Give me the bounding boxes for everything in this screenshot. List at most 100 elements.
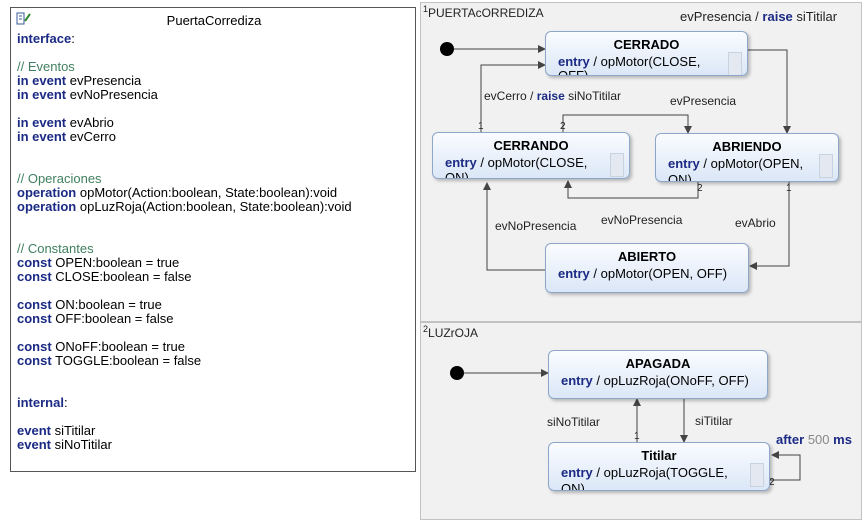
state-name: ABIERTO [617,249,677,264]
const-keyword: const [17,353,52,368]
event-keyword: in event [17,73,67,88]
entry-action: / opMotor(CLOSE, [593,54,701,69]
internal-keyword: internal [17,395,64,410]
transition-abierto-cerrando[interactable] [483,182,545,271]
transition-label-sititilar[interactable]: siTitilar [695,414,733,428]
label-keyword: raise [536,89,565,103]
operation-line: operation opLuzRoja(Action:boolean, Stat… [17,200,352,214]
entry-keyword: entry [558,54,590,69]
transition-label-nopresencia[interactable]: evNoPresencia [601,213,683,227]
event-name: evCerro [69,129,116,144]
state-cerrado[interactable]: CERRADO entry / opMotor(CLOSE, OFF) [545,31,748,76]
reaction-slash: / [755,9,759,24]
entry-keyword: entry [668,156,700,171]
transition-label-presencia[interactable]: evPresencia [670,94,737,108]
internal-line: internal: [17,395,68,410]
internal-event-line: event siNoTitilar [17,438,112,452]
region-label: 1PUERTAcORREDIZA [423,4,544,20]
operations-comment: // Operaciones [17,171,102,186]
transition-cerrado-abriendo[interactable] [748,49,791,134]
state-entry-action-cont: ON) [445,170,469,179]
const-keyword: const [17,269,52,284]
transition-priority: 1 [786,183,792,194]
operation-keyword: operation [17,185,77,200]
const-keyword: const [17,311,52,326]
transition-label-after[interactable]: after 500 ms [776,432,852,447]
initial-state-luz[interactable] [450,366,464,380]
const-line: const ON:boolean = true [17,298,162,312]
transition-priority: 1 [634,431,640,442]
reaction-target: siTitilar [796,9,838,24]
entry-action: / opMotor(OPEN, [703,156,804,171]
operation-signature: opMotor(Action:boolean, State:boolean):v… [79,185,338,200]
event-name: evNoPresencia [69,87,158,102]
state-abriendo[interactable]: ABRIENDO entry / opMotor(OPEN, ON) [655,133,839,182]
const-line: const TOGGLE:boolean = false [17,354,201,368]
entry-keyword: entry [558,266,590,281]
const-line: const CLOSE:boolean = false [17,270,192,284]
const-keyword: const [17,297,52,312]
event-keyword: event [17,423,51,438]
label-target: siNoTitilar [568,89,621,103]
transition-abriendo-cerrando[interactable] [564,180,699,199]
state-entry-action-cont: OFF) [558,68,589,76]
operation-keyword: operation [17,199,77,214]
state-name: ABRIENDO [712,139,782,154]
state-scrollbar[interactable] [750,463,764,487]
state-titilar[interactable]: Titilar entry / opLuzRoja(TOGGLE, ON) [548,442,770,491]
state-entry-action-cont: ON) [561,481,585,491]
transition-priority: 2 [697,183,703,194]
event-line: in event evAbrio [17,116,114,130]
definition-section[interactable]: PuertaCorrediza interface: // Eventos in… [10,7,416,472]
const-text: CLOSE:boolean = false [55,269,192,284]
transition-label-nopresencia[interactable]: evNoPresencia [495,219,577,233]
operation-line: operation opMotor(Action:boolean, State:… [17,186,337,200]
const-line: const OPEN:boolean = true [17,256,179,270]
label-slash: / [530,89,534,103]
region-label: 2LUZrOJA [423,324,478,340]
operation-signature: opLuzRoja(Action:boolean, State:boolean)… [79,199,352,214]
event-line: in event evPresencia [17,74,141,88]
transition-label-abrio[interactable]: evAbrio [735,216,776,230]
transition-priority: 2 [560,121,566,132]
state-name: Titilar [641,448,677,463]
const-line: const ONoFF:boolean = true [17,340,185,354]
state-scrollbar[interactable] [819,154,833,178]
state-abierto[interactable]: ABIERTO entry / opMotor(OPEN, OFF) [545,243,749,293]
event-name: evPresencia [69,73,142,88]
statechart-title: PuertaCorrediza [166,13,262,28]
entry-action: / opLuzRoja(ONoFF, OFF) [596,373,749,388]
event-keyword: event [17,437,51,452]
region-name: LUZrOJA [428,326,479,340]
state-scrollbar[interactable] [610,153,624,177]
state-apagada[interactable]: APAGADA entry / opLuzRoja(ONoFF, OFF) [548,350,768,399]
event-name: siTitilar [54,423,96,438]
state-cerrando[interactable]: CERRANDO entry / opMotor(CLOSE, ON) [432,132,630,179]
label-keyword: after [776,432,805,447]
edit-definition-icon[interactable] [16,12,31,26]
transition-label-cerro[interactable]: evCerro / raise siNoTitilar [484,89,621,103]
state-entry-action-cont: ON) [668,172,692,182]
const-keyword: const [17,339,52,354]
initial-state-puerta[interactable] [440,42,454,56]
const-line: const OFF:boolean = false [17,312,173,326]
region-name: PUERTAcORREDIZA [428,6,544,20]
event-keyword: in event [17,115,67,130]
event-keyword: in event [17,87,67,102]
events-comment: // Eventos [17,59,75,74]
state-scrollbar[interactable] [728,52,742,75]
transition-label-sinotitilar[interactable]: siNoTitilar [547,415,600,429]
const-text: OFF:boolean = false [55,311,174,326]
transition-cerrando-abriendo[interactable] [562,114,692,134]
event-name: siNoTitilar [54,437,112,452]
state-entry-action: entry / opLuzRoja(TOGGLE, [561,465,728,480]
transition-titilar-self[interactable] [770,451,801,481]
entry-keyword: entry [445,155,477,170]
label-event: evCerro [484,89,527,103]
const-text: ONoFF:boolean = true [55,339,186,354]
transition-cerrando-cerrado[interactable] [480,61,546,132]
transition-abriendo-abierto[interactable] [749,182,790,270]
state-name: CERRANDO [493,138,569,153]
state-entry-action: entry / opMotor(OPEN, [668,156,803,171]
